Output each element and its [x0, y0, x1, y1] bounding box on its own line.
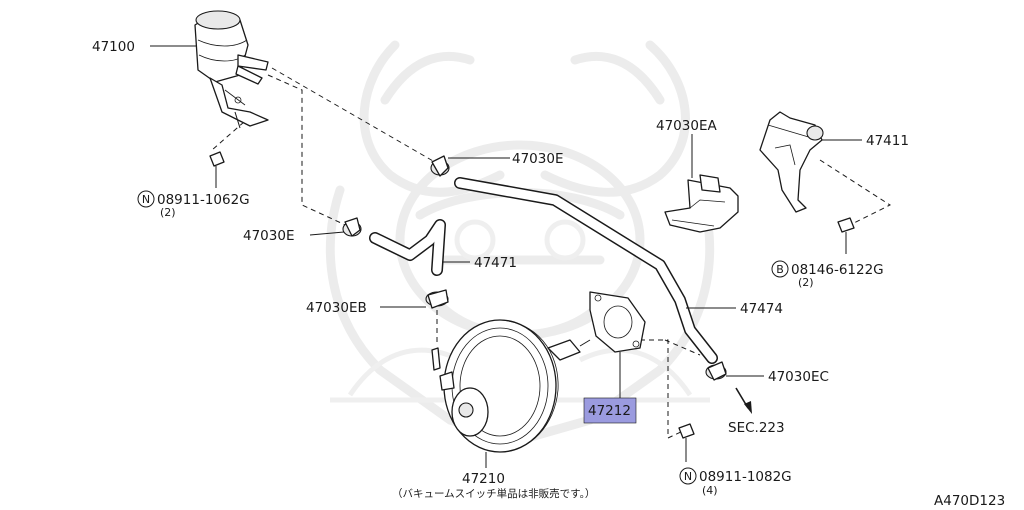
leader-lines — [150, 45, 862, 377]
label-bolt-08911-1062g: 08911-1062G — [157, 192, 250, 208]
clip-47030e-upper — [430, 155, 450, 177]
n-mark-icon-a: N — [137, 190, 155, 208]
canister-47100 — [194, 10, 269, 129]
label-bolt-08911-1082g: 08911-1082G — [699, 469, 792, 485]
clip-47030eb — [425, 289, 449, 309]
highlight-47212 — [583, 397, 637, 424]
bracket-47411 — [759, 111, 824, 213]
label-47210: 47210 — [462, 471, 505, 487]
note-47210: （バキュームスイッチ単品は非販売です。） — [392, 487, 595, 500]
label-47100: 47100 — [92, 39, 135, 55]
label-sec223: SEC.223 — [728, 420, 785, 436]
label-47212: 47212 — [588, 403, 631, 419]
clip-47030e-lower — [342, 217, 362, 237]
bolt-08911-1082g-part — [678, 423, 695, 462]
label-47471: 47471 — [474, 255, 517, 271]
svg-text:N: N — [142, 193, 150, 206]
label-47474: 47474 — [740, 301, 783, 317]
brake-booster-47210 — [431, 319, 591, 468]
label-bolt-08911-1062g-qty: (2) — [160, 206, 176, 219]
svg-text:N: N — [684, 470, 692, 483]
reference-dashed-lines — [211, 67, 892, 439]
hose-47474 — [454, 177, 718, 364]
label-47411: 47411 — [866, 133, 909, 149]
bolt-08146-6122g-part — [837, 217, 855, 254]
hose-47471 — [369, 219, 446, 276]
label-bolt-08146-6122g-qty: (2) — [798, 276, 814, 289]
b-mark-icon: B — [771, 260, 789, 278]
clip-47030ec — [705, 361, 727, 381]
sec223-arrow-icon — [735, 387, 752, 414]
gasket-47212 — [589, 291, 646, 398]
label-bolt-08911-1082g-qty: (4) — [702, 484, 718, 497]
bracket-47030ea — [664, 134, 739, 233]
label-47030eb: 47030EB — [306, 300, 367, 316]
bolt-08911-1062g-part — [209, 151, 225, 188]
label-47030ec: 47030EC — [768, 369, 829, 385]
label-47030ea: 47030EA — [656, 118, 717, 134]
label-bolt-08146-6122g: 08146-6122G — [791, 262, 884, 278]
diagram-code: A470D123 — [934, 493, 1005, 509]
label-47030e-upper: 47030E — [512, 151, 563, 167]
n-mark-icon-b: N — [679, 467, 697, 485]
svg-text:B: B — [776, 263, 784, 276]
label-47030e-lower: 47030E — [243, 228, 294, 244]
